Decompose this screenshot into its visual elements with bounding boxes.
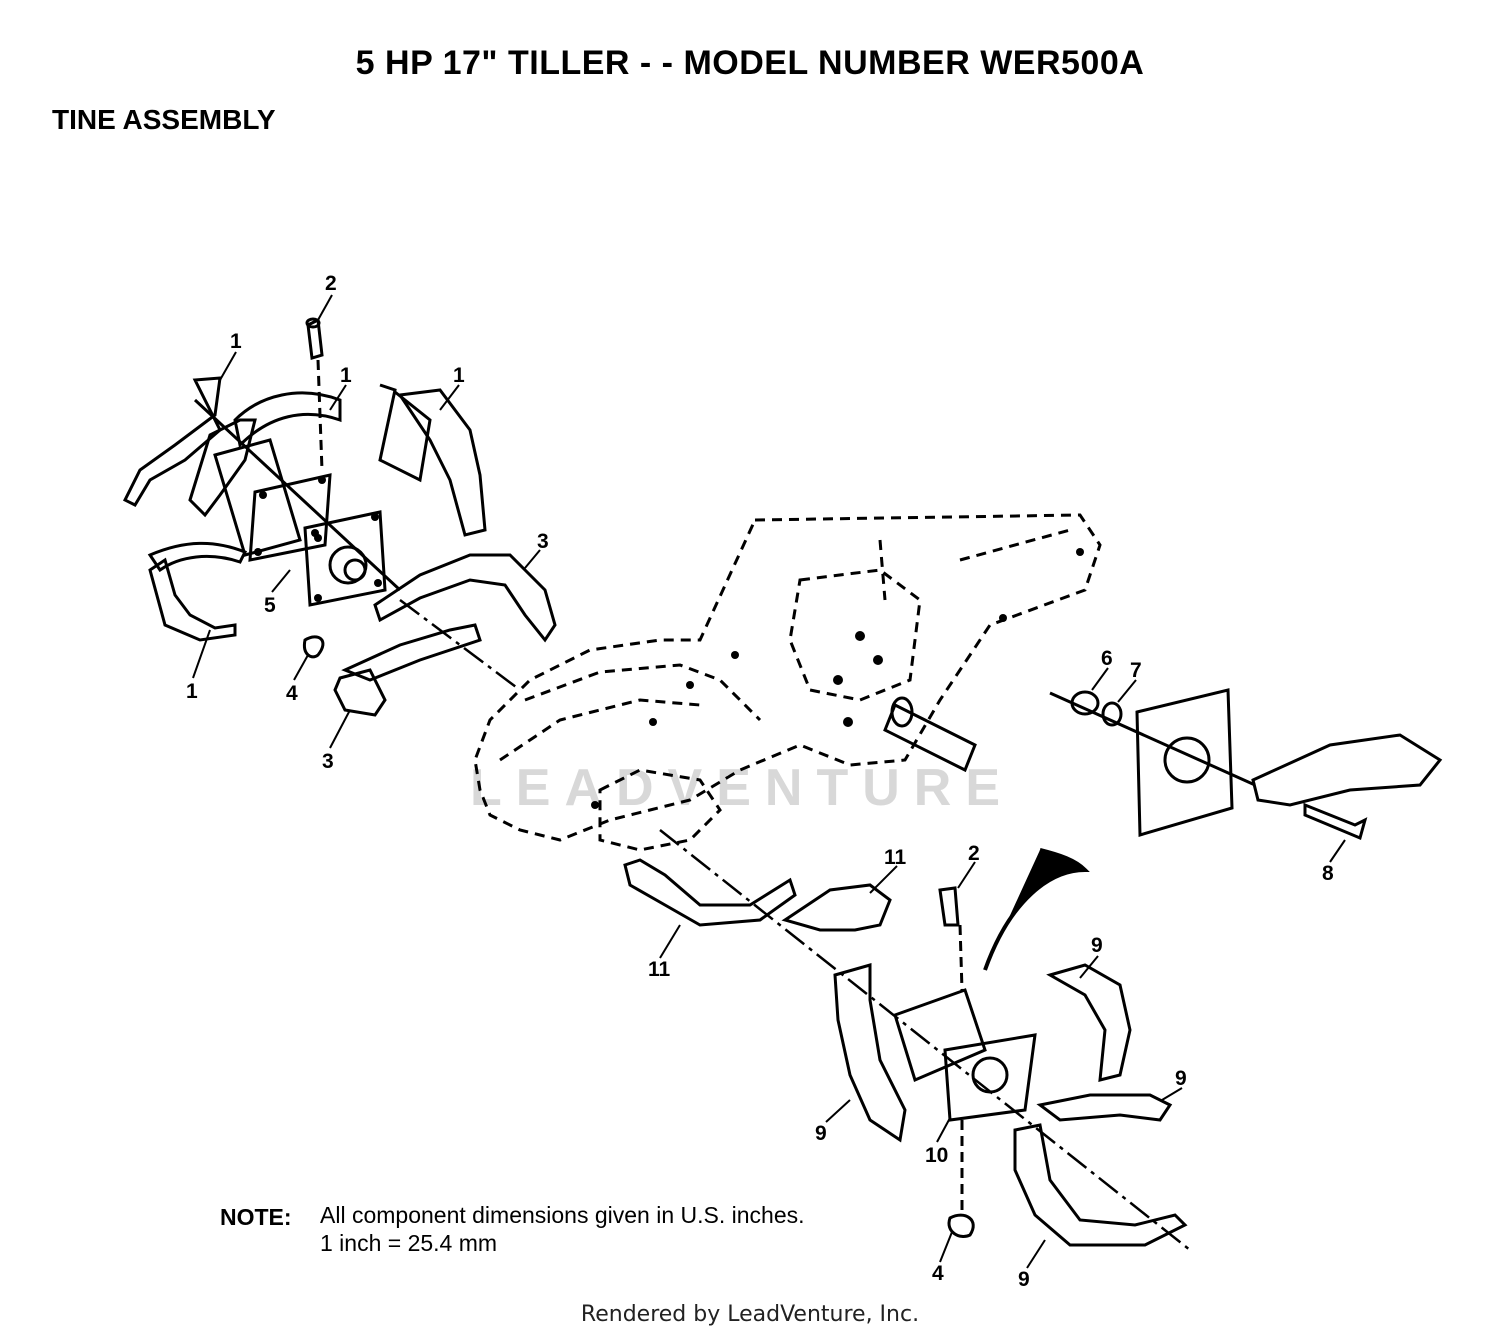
callout-1-d: 1 <box>186 680 198 703</box>
callout-9-c: 9 <box>815 1122 827 1145</box>
callout-labels: 2 1 1 1 3 5 4 3 1 6 7 8 2 11 11 9 9 9 10… <box>186 272 1334 1291</box>
axle-line-lower <box>399 599 1191 1251</box>
left-tines <box>122 376 487 642</box>
callout-5: 5 <box>264 594 276 617</box>
callout-4-upper: 4 <box>286 682 298 705</box>
bolt-2-upper <box>305 317 324 471</box>
hairpin-4-upper <box>302 635 325 659</box>
callout-9-d: 9 <box>1018 1268 1030 1291</box>
output-shaft-right <box>883 696 977 773</box>
callout-9-b: 9 <box>1175 1067 1187 1090</box>
note-line-1: All component dimensions given in U.S. i… <box>320 1202 805 1228</box>
right-tines-upper <box>333 553 557 717</box>
callout-1-c: 1 <box>453 364 465 387</box>
left-hub-bolts <box>254 476 382 602</box>
note-line-2: 1 inch = 25.4 mm <box>320 1230 498 1256</box>
callout-11-lower: 11 <box>648 958 671 981</box>
leader-lines <box>192 294 1346 1269</box>
callout-4-lower: 4 <box>932 1262 944 1285</box>
callout-9-a: 9 <box>1091 934 1103 957</box>
callout-2-lower: 2 <box>968 842 980 865</box>
callout-2-upper: 2 <box>325 272 337 295</box>
gearbox-bolts <box>591 548 1084 809</box>
section-title: TINE ASSEMBLY <box>52 104 276 135</box>
callout-8: 8 <box>1322 862 1334 885</box>
callout-1-b: 1 <box>340 364 352 387</box>
note-label: NOTE: <box>220 1204 292 1230</box>
callout-3-upper: 3 <box>537 530 549 553</box>
lower-tines <box>623 858 1188 1247</box>
callout-11-upper: 11 <box>884 846 907 869</box>
callout-10: 10 <box>925 1144 948 1167</box>
right-side-parts <box>983 688 1443 971</box>
gearbox-housing <box>473 513 1102 852</box>
callout-3-lower: 3 <box>322 750 334 773</box>
callout-6: 6 <box>1101 647 1113 670</box>
lower-tine-hub <box>893 886 1037 1238</box>
callout-7: 7 <box>1130 659 1142 682</box>
watermark: LEADVENTURE <box>470 759 1014 817</box>
page-title: 5 HP 17" TILLER - - MODEL NUMBER WER500A <box>355 44 1145 82</box>
callout-1-a: 1 <box>230 330 242 353</box>
left-tine-hub <box>193 398 402 607</box>
footer-credit: Rendered by LeadVenture, Inc. <box>580 1302 920 1327</box>
